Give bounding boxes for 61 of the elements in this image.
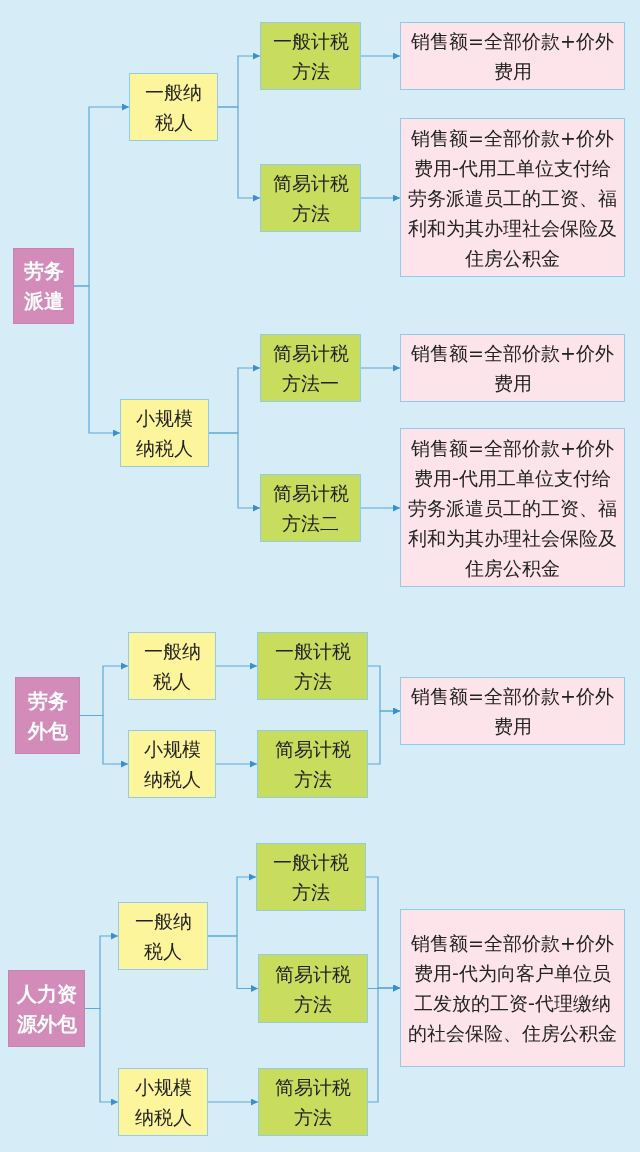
taxpayer-label: 小规模纳税人 [135,406,194,461]
taxpayer-label: 小规模纳税人 [133,1075,193,1130]
method-label: 简易计税方法 [274,961,352,1017]
category-label: 劳务外包 [26,687,69,745]
category-label: 人力资源外包 [15,980,78,1038]
method-label: 简易计税方法 [274,1075,352,1130]
taxpayer-label: 一般纳税人 [142,639,202,694]
connector-arrow [215,760,258,768]
connector-arrow [360,194,401,202]
formula-box [400,909,625,1067]
formula-text: 销售额=全部价款+价外费用-代用工单位支付给劳务派遣员工的工资、福利和为其办理社会保险及住房公积金 [407,435,618,581]
taxpayer-box [118,902,208,970]
connector-arrow [207,1098,259,1106]
method-label: 一般计税方法 [273,639,352,694]
method-label: 一般计税方法 [272,850,350,905]
method-box [257,632,368,700]
connector-arrow [79,714,129,768]
taxpayer-box [129,73,218,141]
method-label: 简易计税方法 [273,737,352,792]
taxpayer-box [118,1068,208,1136]
method-label: 一般计税方法 [271,29,350,84]
formula-box [400,334,625,402]
formula-text: 销售额=全部价款+价外费用 [410,684,615,739]
formula-text: 销售额=全部价款+价外费用-代为向客户单位员工发放的工资-代理缴纳的社会保险、住房公积金 [407,931,618,1046]
taxpayer-label: 一般纳税人 [144,80,203,135]
method-box [258,954,368,1023]
method-box [260,474,361,542]
formula-box [400,22,625,90]
connector-arrow [207,935,259,992]
method-label: 简易计税方法二 [271,481,350,536]
method-box [260,334,361,402]
method-box [256,843,366,911]
connector-arrow [367,707,401,765]
taxpayer-label: 一般纳税人 [133,909,193,964]
connector-arrow [360,364,401,372]
category-box [13,248,74,324]
method-box [260,164,361,232]
taxpayer-box [128,730,216,798]
formula-box [400,677,625,745]
connector-arrow [360,52,401,60]
category-label: 劳务派遣 [22,258,65,315]
connector-arrow [360,504,401,512]
connector-arrow [367,984,401,1103]
formula-text: 销售额=全部价款+价外费用 [410,341,615,396]
taxpayer-label: 小规模纳税人 [142,737,202,792]
taxpayer-box [120,399,209,467]
category-box [8,970,85,1047]
method-box [260,22,361,90]
method-box [258,1068,368,1136]
method-label: 简易计税方法一 [271,341,350,396]
method-box [257,730,368,798]
connector-arrow [215,662,258,670]
connector-arrow [217,106,261,202]
category-box [15,677,80,754]
connector-arrow [208,432,261,512]
connector-arrow [73,285,121,437]
formula-text: 销售额=全部价款+价外费用 [410,29,615,84]
formula-text: 销售额=全部价款+价外费用-代用工单位支付给劳务派遣员工的工资、福利和为其办理社会保险及住房公积金 [407,125,618,271]
connector-arrow [84,1007,119,1106]
method-label: 简易计税方法 [271,171,350,226]
taxpayer-box [128,632,216,700]
